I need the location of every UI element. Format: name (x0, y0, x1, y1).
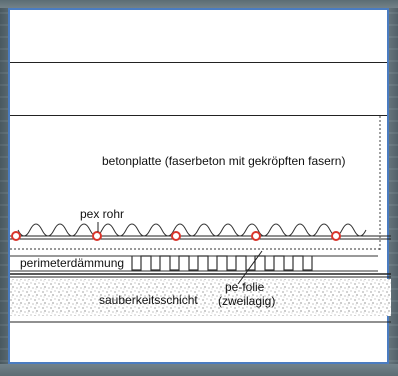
pipe-circle-icon (11, 231, 21, 241)
pipe-circle-icon (251, 231, 261, 241)
sauberkeitsschicht-label: sauberkeitsschicht (99, 293, 198, 307)
section-diagram (10, 116, 391, 323)
stipple-icon (10, 279, 391, 316)
wave-pattern-upper (17, 223, 367, 237)
pe-folie-label-line-1: pe-folie (225, 280, 265, 294)
middle-guide-line (10, 115, 387, 116)
pe-folie-label-line-2: (zweilagig) (218, 294, 276, 308)
right-background-strip (388, 0, 398, 376)
bottom-background-strip (0, 364, 398, 376)
left-background-strip (0, 0, 10, 376)
betonplatte-label: betonplatte (faserbeton mit gekröpften f… (102, 154, 346, 168)
pe-foil-leader (237, 250, 263, 285)
insulation-layer (10, 255, 378, 272)
pipe-circle-icon (171, 231, 181, 241)
pipe-circle-icon (92, 231, 102, 241)
drawing-sheet: betonplatte (faserbeton mit gekröpften f… (8, 8, 391, 364)
pex-rohr-label: pex rohr (80, 207, 125, 221)
top-background-strip (0, 0, 398, 8)
pex-pipes (11, 231, 341, 241)
perimeterdaemmung-label: perimeterdämmung (20, 256, 125, 270)
top-guide-line (10, 62, 387, 63)
pipe-circle-icon (331, 231, 341, 241)
